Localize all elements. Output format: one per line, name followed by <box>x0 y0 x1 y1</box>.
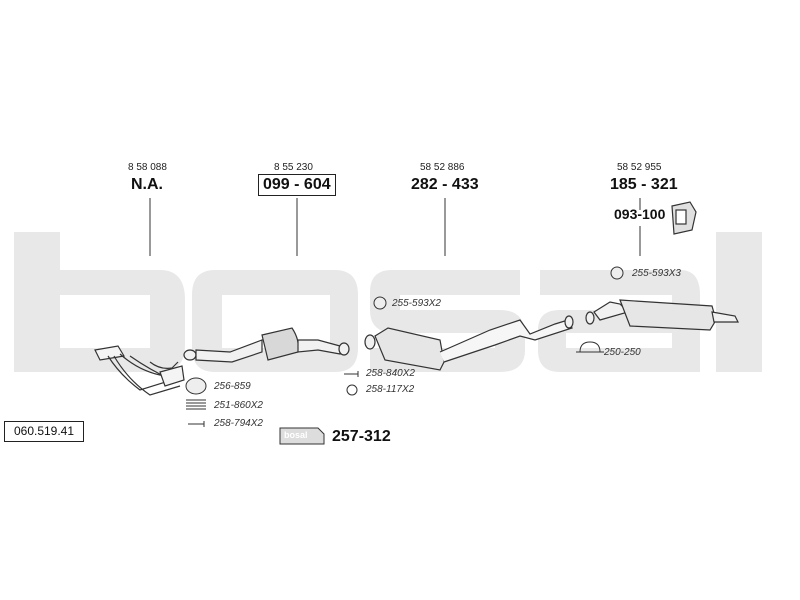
bolt-front-icon <box>188 421 205 427</box>
rubber-mount-rear-icon <box>610 266 624 280</box>
part-number-rear-muffler[interactable]: 185 - 321 <box>610 176 678 193</box>
accessory-spring-front[interactable]: 251-860X2 <box>214 400 263 411</box>
ref-number-3: 58 52 886 <box>420 162 465 173</box>
part-number-catalyst[interactable]: 099 - 604 <box>258 174 336 196</box>
mounting-kit-box-icon <box>279 427 325 445</box>
rubber-mount-icon <box>373 296 387 310</box>
rear-muffler-drawing <box>585 299 739 331</box>
accessory-rubber-rear[interactable]: 255-593X3 <box>632 268 681 279</box>
ref-number-2: 8 55 230 <box>274 162 313 173</box>
ref-number-4: 58 52 955 <box>617 162 662 173</box>
catalyst-drawing <box>183 327 350 363</box>
part-number-mounting-kit[interactable]: 257-312 <box>332 428 391 445</box>
accessory-bolt-mid[interactable]: 258-840X2 <box>366 368 415 379</box>
part-number-middle-muffler[interactable]: 282 - 433 <box>411 176 479 193</box>
ref-number-1: 8 58 088 <box>128 162 167 173</box>
gasket-icon <box>185 377 207 395</box>
part-number-hanger[interactable]: 093-100 <box>614 206 666 222</box>
bolt-mid-icon <box>344 371 359 377</box>
accessory-ring-mid[interactable]: 258-117X2 <box>366 384 415 395</box>
ring-mid-icon <box>346 384 358 396</box>
part-number-na[interactable]: N.A. <box>131 176 163 193</box>
accessory-rubber-mid[interactable]: 255-593X2 <box>392 298 441 309</box>
catalog-number: 060.519.41 <box>4 421 84 442</box>
mounting-kit-logo: bosal <box>284 430 308 440</box>
spring-icon <box>186 399 206 410</box>
hanger-bracket-drawing <box>671 201 697 235</box>
middle-muffler-drawing <box>364 315 574 371</box>
accessory-gasket-front[interactable]: 256-859 <box>214 381 251 392</box>
accessory-clamp-rear[interactable]: 250-250 <box>604 347 641 358</box>
front-pipe-drawing <box>94 345 185 396</box>
clamp-icon <box>576 341 604 353</box>
accessory-bolt-front[interactable]: 258-794X2 <box>214 418 263 429</box>
